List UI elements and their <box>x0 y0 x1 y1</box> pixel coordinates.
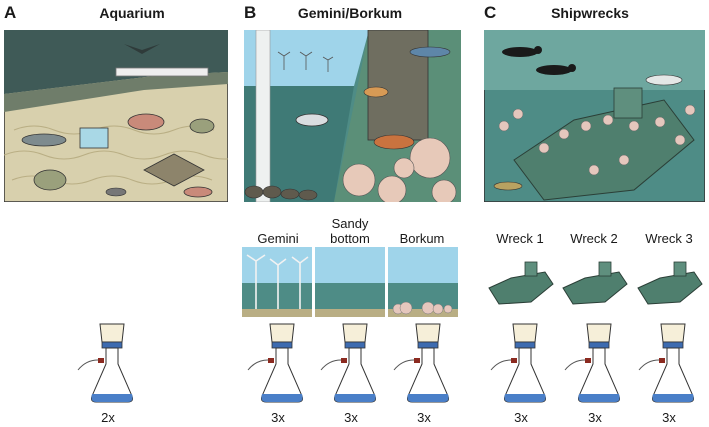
site-label-wreck-2: Wreck 2 <box>570 231 618 246</box>
panel-title-gemini-borkum: Gemini/Borkum <box>297 5 403 21</box>
gemini-thumbnail <box>242 247 312 317</box>
filtration-flask-wreck-1 <box>490 323 546 403</box>
wreck-1-thumbnail <box>488 261 554 305</box>
panel-letter-c: C <box>484 3 497 22</box>
borkum-thumbnail <box>388 247 458 317</box>
aquarium-illustration <box>4 30 228 202</box>
filtration-flask-sandy-bottom <box>320 323 376 403</box>
gemini-borkum-illustration <box>244 30 461 202</box>
panel-title-shipwrecks: Shipwrecks <box>551 5 629 21</box>
panel-letter-a: A <box>4 3 17 22</box>
replicate-count-aquarium: 2x <box>101 410 115 425</box>
site-label-wreck-1: Wreck 1 <box>496 231 544 246</box>
replicate-count-borkum: 3x <box>417 410 431 425</box>
shipwrecks-illustration <box>484 30 705 202</box>
replicate-count-wreck-1: 3x <box>514 410 528 425</box>
wreck-3-thumbnail <box>637 261 703 305</box>
site-label-sandy-bottom: Sandy bottom <box>330 216 370 246</box>
filtration-flask-wreck-3 <box>638 323 694 403</box>
filtration-flask-aquarium <box>77 323 133 403</box>
wreck-2-thumbnail <box>562 261 628 305</box>
replicate-count-wreck-2: 3x <box>588 410 602 425</box>
panel-title-aquarium: Aquarium <box>99 5 165 21</box>
site-label-wreck-3: Wreck 3 <box>645 231 693 246</box>
replicate-count-gemini: 3x <box>271 410 285 425</box>
replicate-count-wreck-3: 3x <box>662 410 676 425</box>
filtration-flask-wreck-2 <box>564 323 620 403</box>
filtration-flask-borkum <box>393 323 449 403</box>
filtration-flask-gemini <box>247 323 303 403</box>
replicate-count-sandy-bottom: 3x <box>344 410 358 425</box>
site-label-borkum: Borkum <box>399 231 445 246</box>
sandy-bottom-thumbnail <box>315 247 385 317</box>
panel-letter-b: B <box>244 3 257 22</box>
site-label-gemini: Gemini <box>257 231 299 246</box>
